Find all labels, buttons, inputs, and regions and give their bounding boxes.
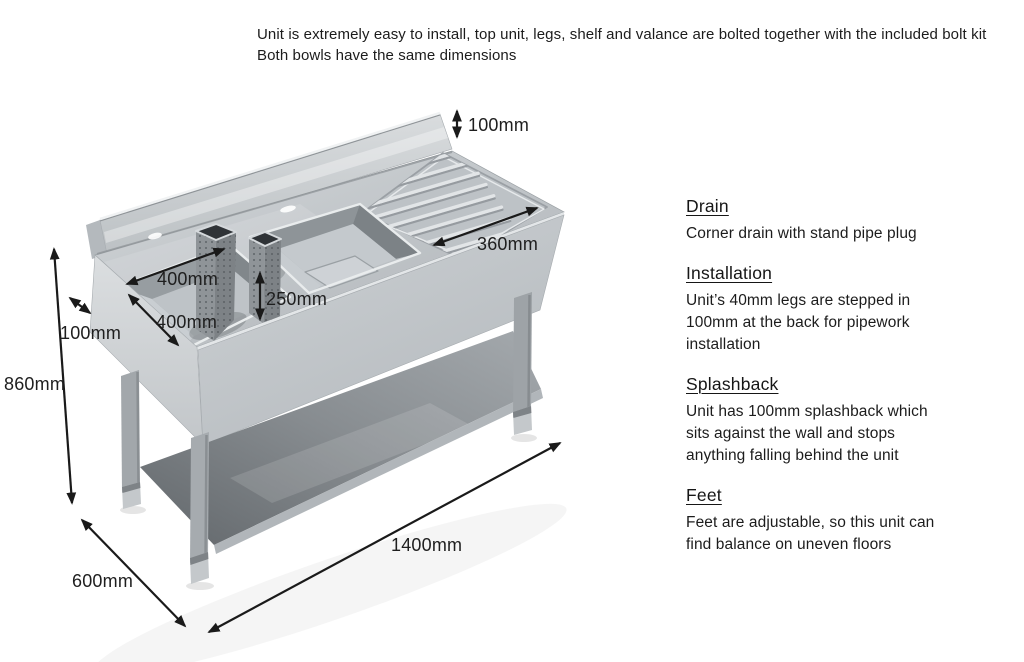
section-feet-heading: Feet: [686, 485, 722, 505]
dim-arrow-drainer: [432, 206, 539, 247]
info-column: Drain Corner drain with stand pipe plug …: [686, 196, 986, 574]
leg-front-right: [513, 292, 532, 435]
dim-label-bowl-width: 400mm: [156, 312, 217, 332]
splashback-highlight: [104, 127, 448, 243]
section-installation-body: Unit’s 40mm legs are stepped in 100mm at…: [686, 292, 911, 353]
section-feet-body: Feet are adjustable, so this unit can fi…: [686, 514, 935, 553]
strainer-basket-2: [248, 231, 282, 324]
apron-face: [197, 214, 565, 446]
dim-label-splashback-height: 100mm: [468, 115, 529, 135]
section-drain-heading: Drain: [686, 196, 729, 216]
counter-light-dot: [148, 232, 162, 240]
dim-label-depth: 600mm: [72, 571, 133, 591]
foot-shadow: [511, 434, 537, 442]
foot-shadow: [186, 582, 214, 590]
bowl-right: [248, 202, 422, 295]
leg-front-left: [190, 432, 209, 584]
dim-label-bowl-depth: 250mm: [266, 289, 327, 309]
dim-label-length: 1400mm: [391, 535, 462, 555]
dimensions: [49, 109, 562, 633]
counter-light-dot: [280, 205, 296, 213]
splashback-top-shadow: [99, 114, 441, 222]
section-installation-heading: Installation: [686, 263, 773, 283]
section-splashback-body: Unit has 100mm splashback which sits aga…: [686, 403, 928, 464]
dim-label-bowl-length: 400mm: [157, 269, 218, 289]
dim-arrow-leg-setback: [68, 296, 92, 315]
splashback-top-edge: [99, 111, 441, 221]
leg-back-left: [121, 370, 141, 509]
section-installation: Installation Unit’s 40mm legs are steppe…: [686, 263, 986, 356]
dim-arrow-bowl-length: [125, 247, 226, 286]
section-splashback-heading: Splashback: [686, 374, 779, 394]
dim-arrow-depth: [80, 518, 187, 628]
section-drain-body: Corner drain with stand pipe plug: [686, 225, 917, 242]
dimension-labels: 100mm 360mm 400mm 400mm 250mm 100mm 860m…: [4, 115, 538, 591]
section-splashback: Splashback Unit has 100mm splashback whi…: [686, 374, 986, 467]
dim-arrow-bowl-width: [127, 293, 180, 347]
dim-label-leg-setback: 100mm: [60, 323, 121, 343]
intro-note-line1: Unit is extremely easy to install, top u…: [257, 26, 987, 43]
intro-note: Unit is extremely easy to install, top u…: [257, 24, 986, 66]
section-drain: Drain Corner drain with stand pipe plug: [686, 196, 986, 245]
dim-arrow-height: [49, 247, 77, 505]
dim-arrow-length: [207, 442, 562, 633]
intro-note-line2: Both bowls have the same dimensions: [257, 47, 517, 64]
dim-label-height: 860mm: [4, 374, 65, 394]
dim-label-drainer: 360mm: [477, 234, 538, 254]
floor-shadow: [93, 503, 567, 662]
section-feet: Feet Feet are adjustable, so this unit c…: [686, 485, 986, 556]
